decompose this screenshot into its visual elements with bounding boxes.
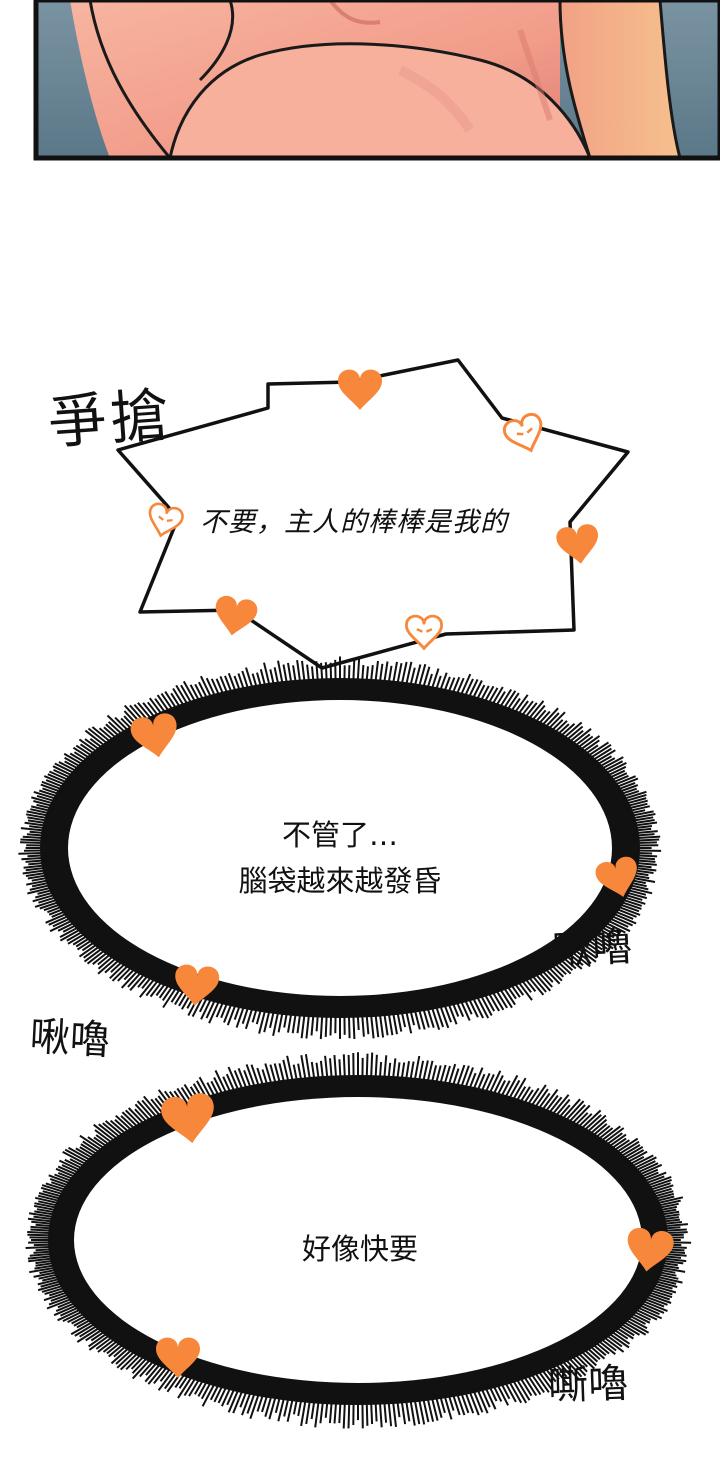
thought-bubble-1-text: 不管了… 腦袋越來越發昏	[180, 812, 500, 904]
thought-bubble-2	[48, 1075, 668, 1405]
spike-strokes	[18, 656, 662, 1040]
heart-icon	[211, 594, 259, 640]
sound-effect-3: 嘶嚕	[547, 1360, 629, 1410]
top-panel	[33, 0, 720, 161]
thought-bubble-1-spikes	[18, 656, 662, 1040]
thought-bubble-1	[40, 678, 640, 1018]
sound-effect-2: 啾嚕	[28, 1013, 111, 1065]
speech-bubble	[116, 358, 630, 670]
caption-title: 爭搶	[46, 380, 175, 458]
speech-bubble-text: 不要，主人的棒棒是我的	[200, 507, 508, 538]
sound-effect-1: 啾嚕	[551, 923, 634, 975]
thought-bubble-1-line-2: 腦袋越來越發昏	[238, 864, 442, 898]
thought-bubble-1-line-1: 不管了…	[281, 818, 398, 852]
thought-bubble-2-text: 好像快要	[301, 1232, 418, 1266]
